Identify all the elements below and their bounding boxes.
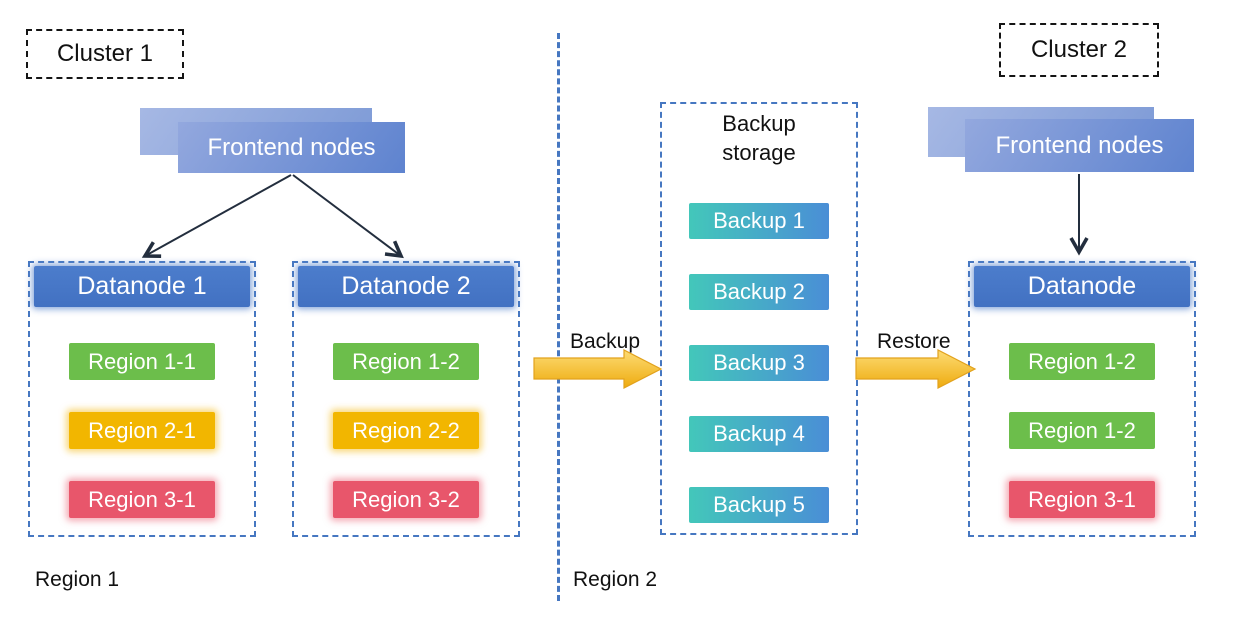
datanode1-title: Datanode 1 [34, 266, 250, 307]
restore-flow-label: Restore [877, 330, 951, 353]
backup-chip: Backup 5 [689, 487, 829, 524]
backup-items: Backup 1 Backup 2 Backup 3 Backup 4 Back… [689, 203, 829, 524]
datanode2-title: Datanode 2 [298, 266, 514, 307]
cluster1-frontend-label: Frontend nodes [207, 133, 376, 161]
backup-storage-title: Backup storage [722, 111, 796, 165]
cluster2-datanode-panel: Datanode Region 1-2 Region 1-2 Region 3-… [968, 261, 1196, 537]
region-chip: Region 1-2 [333, 343, 479, 380]
cluster2-frontend-label: Frontend nodes [995, 131, 1164, 159]
cluster1-label-box: Cluster 1 [26, 29, 184, 79]
backup-block-arrow [533, 349, 663, 389]
frontend-to-datanode1-arrow [141, 174, 292, 259]
datanode1-regions: Region 1-1 Region 2-1 Region 3-1 [30, 307, 254, 518]
restore-block-arrow [855, 349, 977, 389]
region-chip: Region 2-1 [69, 412, 215, 449]
cluster2-label-box: Cluster 2 [999, 23, 1159, 77]
region-divider-line [557, 33, 560, 601]
backup-storage-panel: Backup storage Backup 1 Backup 2 Backup … [660, 102, 858, 535]
region1-footer-label: Region 1 [35, 568, 120, 591]
region-chip: Region 3-2 [333, 481, 479, 518]
region-chip: Region 3-1 [69, 481, 215, 518]
region-chip: Region 3-1 [1009, 481, 1155, 518]
cluster2-frontend-box: Frontend nodes [965, 119, 1194, 172]
backup-flow-label: Backup [570, 330, 641, 353]
backup-chip: Backup 2 [689, 274, 829, 311]
region-chip: Region 1-2 [1009, 343, 1155, 380]
cluster2-label: Cluster 2 [1030, 36, 1128, 63]
datanode2-panel: Datanode 2 Region 1-2 Region 2-2 Region … [292, 261, 520, 537]
backup-chip: Backup 1 [689, 203, 829, 240]
region-chip: Region 1-1 [69, 343, 215, 380]
frontend-to-datanode2-arrow [292, 174, 404, 259]
region2-footer-label: Region 2 [573, 568, 658, 591]
backup-chip: Backup 4 [689, 416, 829, 453]
datanode1-panel: Datanode 1 Region 1-1 Region 2-1 Region … [28, 261, 256, 537]
cluster1-label: Cluster 1 [56, 40, 154, 67]
region-chip: Region 1-2 [1009, 412, 1155, 449]
datanode2-regions: Region 1-2 Region 2-2 Region 3-2 [294, 307, 518, 518]
cluster1-frontend-box: Frontend nodes [178, 122, 405, 173]
cluster2-datanode-title: Datanode [974, 266, 1190, 307]
region-chip: Region 2-2 [333, 412, 479, 449]
cluster2-datanode-regions: Region 1-2 Region 1-2 Region 3-1 [970, 307, 1194, 518]
backup-chip: Backup 3 [689, 345, 829, 382]
